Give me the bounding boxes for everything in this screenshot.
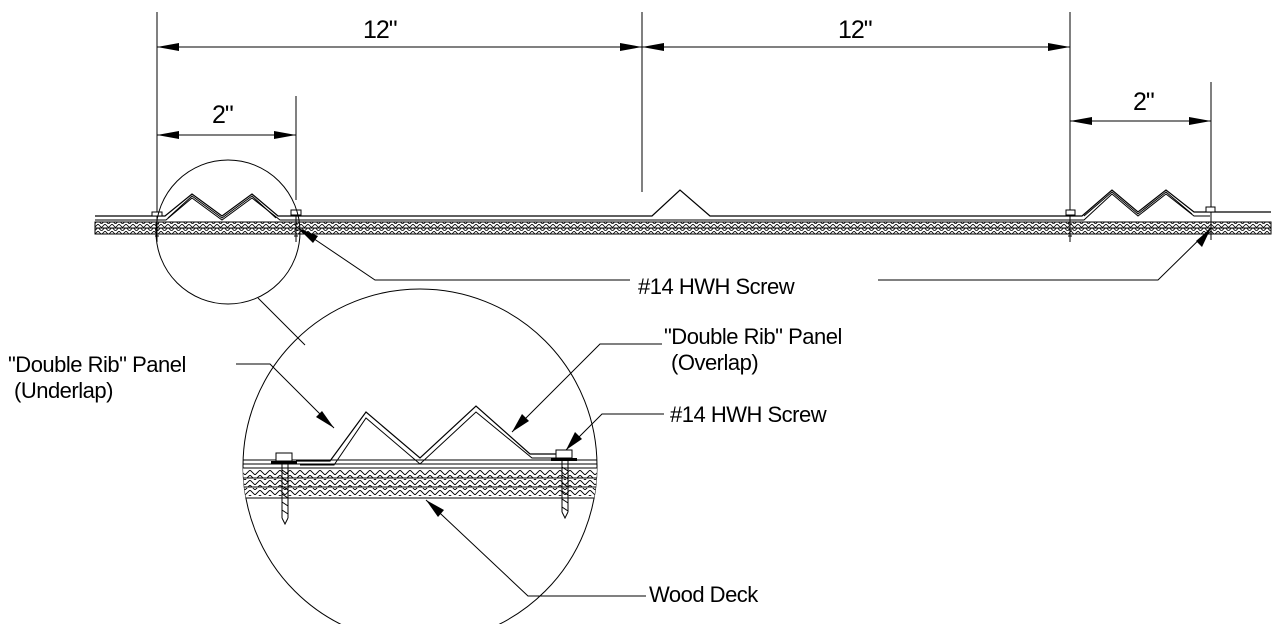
dimension-lap-left: 2" (212, 101, 233, 129)
screw-markers (151, 206, 1216, 242)
callout-underlap-line2: (Underlap) (14, 378, 113, 403)
dimension-lap-right: 2" (1133, 88, 1154, 116)
wood-deck-leader (425, 499, 646, 597)
underlap-leader (236, 363, 335, 429)
enlarged-screw-right (551, 449, 577, 520)
dimension-span-left: 12" (363, 16, 397, 44)
detail-callout-circle-large (242, 288, 598, 624)
enlarged-section (243, 459, 597, 499)
callout-wood-deck: Wood Deck (649, 582, 759, 607)
screw-detail-leader (565, 413, 664, 451)
callout-overlap-line2: (Overlap) (671, 350, 758, 375)
callout-underlap-line1: "Double Rib" Panel (8, 352, 186, 377)
screw-top-leaders (297, 227, 1212, 281)
enlarged-screw-left (271, 452, 297, 526)
callout-screw-detail: #14 HWH Screw (670, 402, 827, 427)
metal-panel-profile (95, 189, 1271, 221)
callout-overlap-line1: "Double Rib" Panel (664, 324, 842, 349)
enlarged-rib-profile (296, 405, 560, 466)
overlap-leader (511, 343, 662, 433)
wood-deck-strip (94, 221, 1272, 235)
detail-callout-circle-small (155, 159, 301, 305)
dimension-span-right: 12" (838, 16, 872, 44)
callout-screw-top: #14 HWH Screw (638, 274, 795, 299)
dimension-lines (156, 12, 1212, 212)
detail-connector-line (257, 297, 306, 346)
